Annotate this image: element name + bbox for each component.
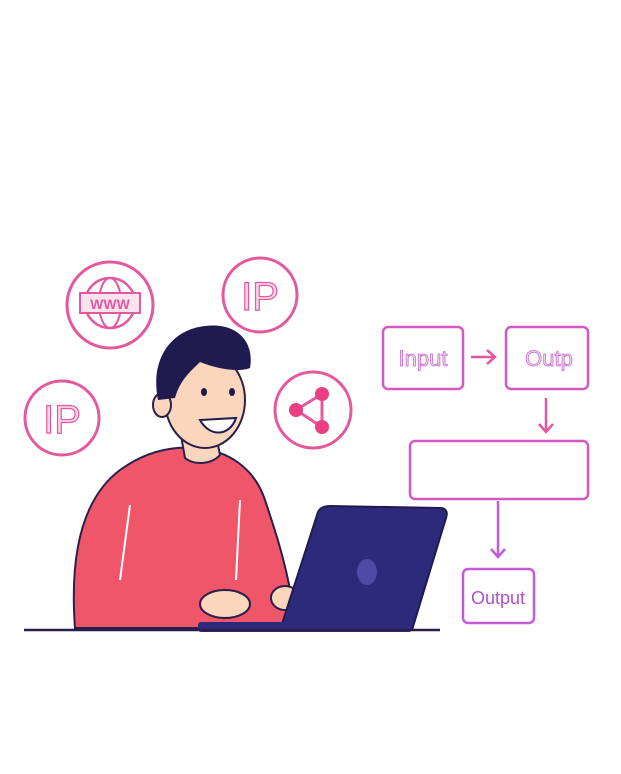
flow-diagram: Input Outp Output (381, 325, 590, 625)
ip-label: IP (241, 275, 279, 319)
flow-box-output: Output (471, 588, 525, 608)
www-globe-icon: WWW (65, 260, 155, 350)
person-figure (72, 325, 300, 629)
share-icon (273, 370, 353, 450)
ip-badge-icon: IP (23, 379, 101, 457)
flow-box-input: Input (399, 346, 448, 371)
ip-label: IP (43, 398, 81, 442)
flow-box-output-partial: Outp (525, 346, 573, 371)
www-label: WWW (90, 296, 130, 312)
ip-badge-icon: IP (221, 256, 299, 334)
